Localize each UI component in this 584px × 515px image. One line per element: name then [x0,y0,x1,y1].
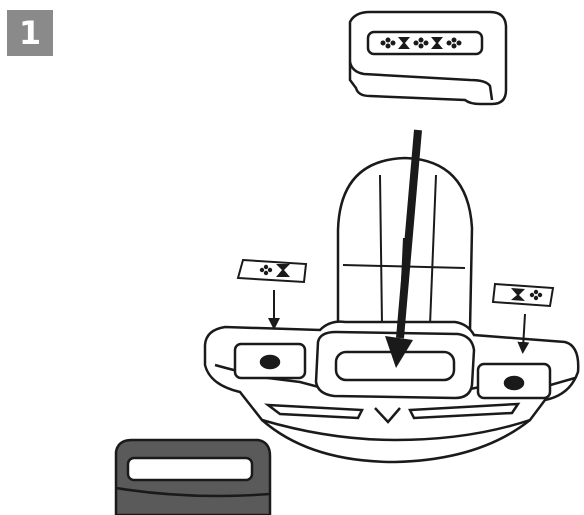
dark-pad-icon [116,440,270,515]
cushion-pad-icon [350,12,506,104]
small-label-icon [238,260,306,324]
